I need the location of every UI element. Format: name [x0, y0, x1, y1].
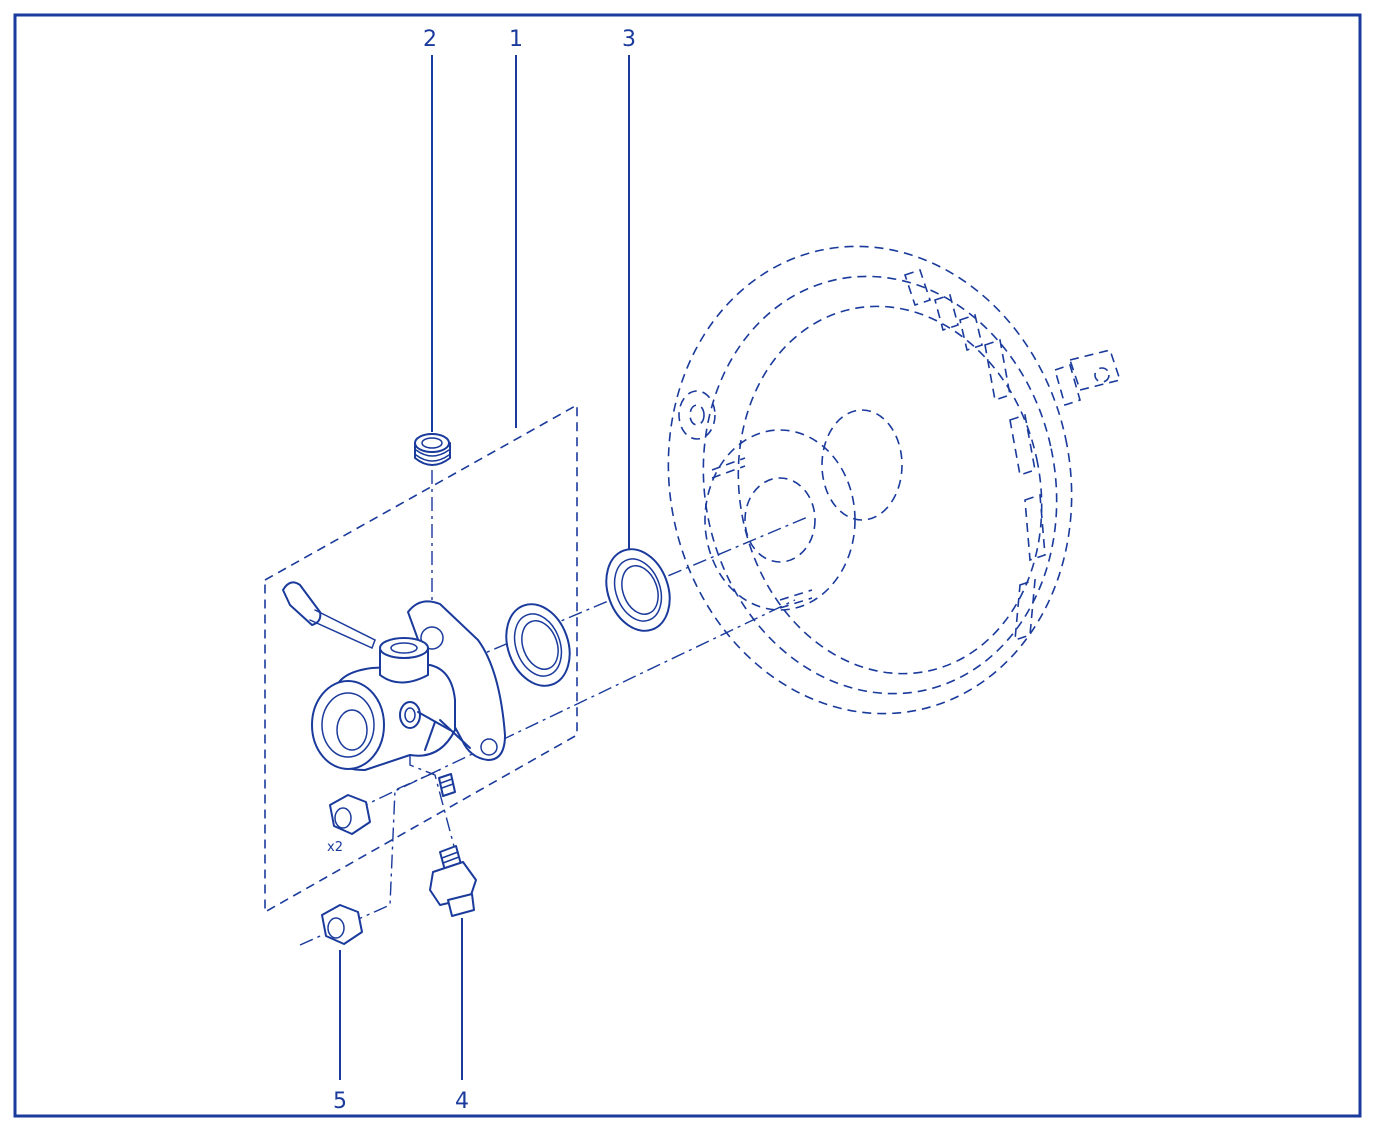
callout-5: 5	[333, 1089, 347, 1114]
seal-inner	[505, 603, 571, 687]
callout-2: 2	[423, 27, 437, 52]
quantity-note: x2	[327, 840, 343, 855]
brake-booster-outline	[667, 245, 1122, 715]
centre-line-nut	[299, 769, 441, 946]
diagram-frame	[13, 13, 1362, 1118]
centre-line-switch	[409, 755, 456, 851]
grub-screw	[438, 773, 456, 797]
callout-3: 3	[622, 27, 636, 52]
seal-outer-part-3	[605, 548, 671, 632]
master-cylinder-body	[311, 600, 506, 771]
assembly-frame	[264, 403, 578, 914]
bleed-screw	[282, 581, 376, 649]
nut-upper	[329, 794, 371, 835]
reservoir-plug	[414, 433, 451, 466]
nut-lower	[321, 904, 363, 945]
callout-1: 1	[509, 27, 523, 52]
callout-4: 4	[455, 1089, 469, 1114]
stop-light-switch	[429, 845, 477, 917]
